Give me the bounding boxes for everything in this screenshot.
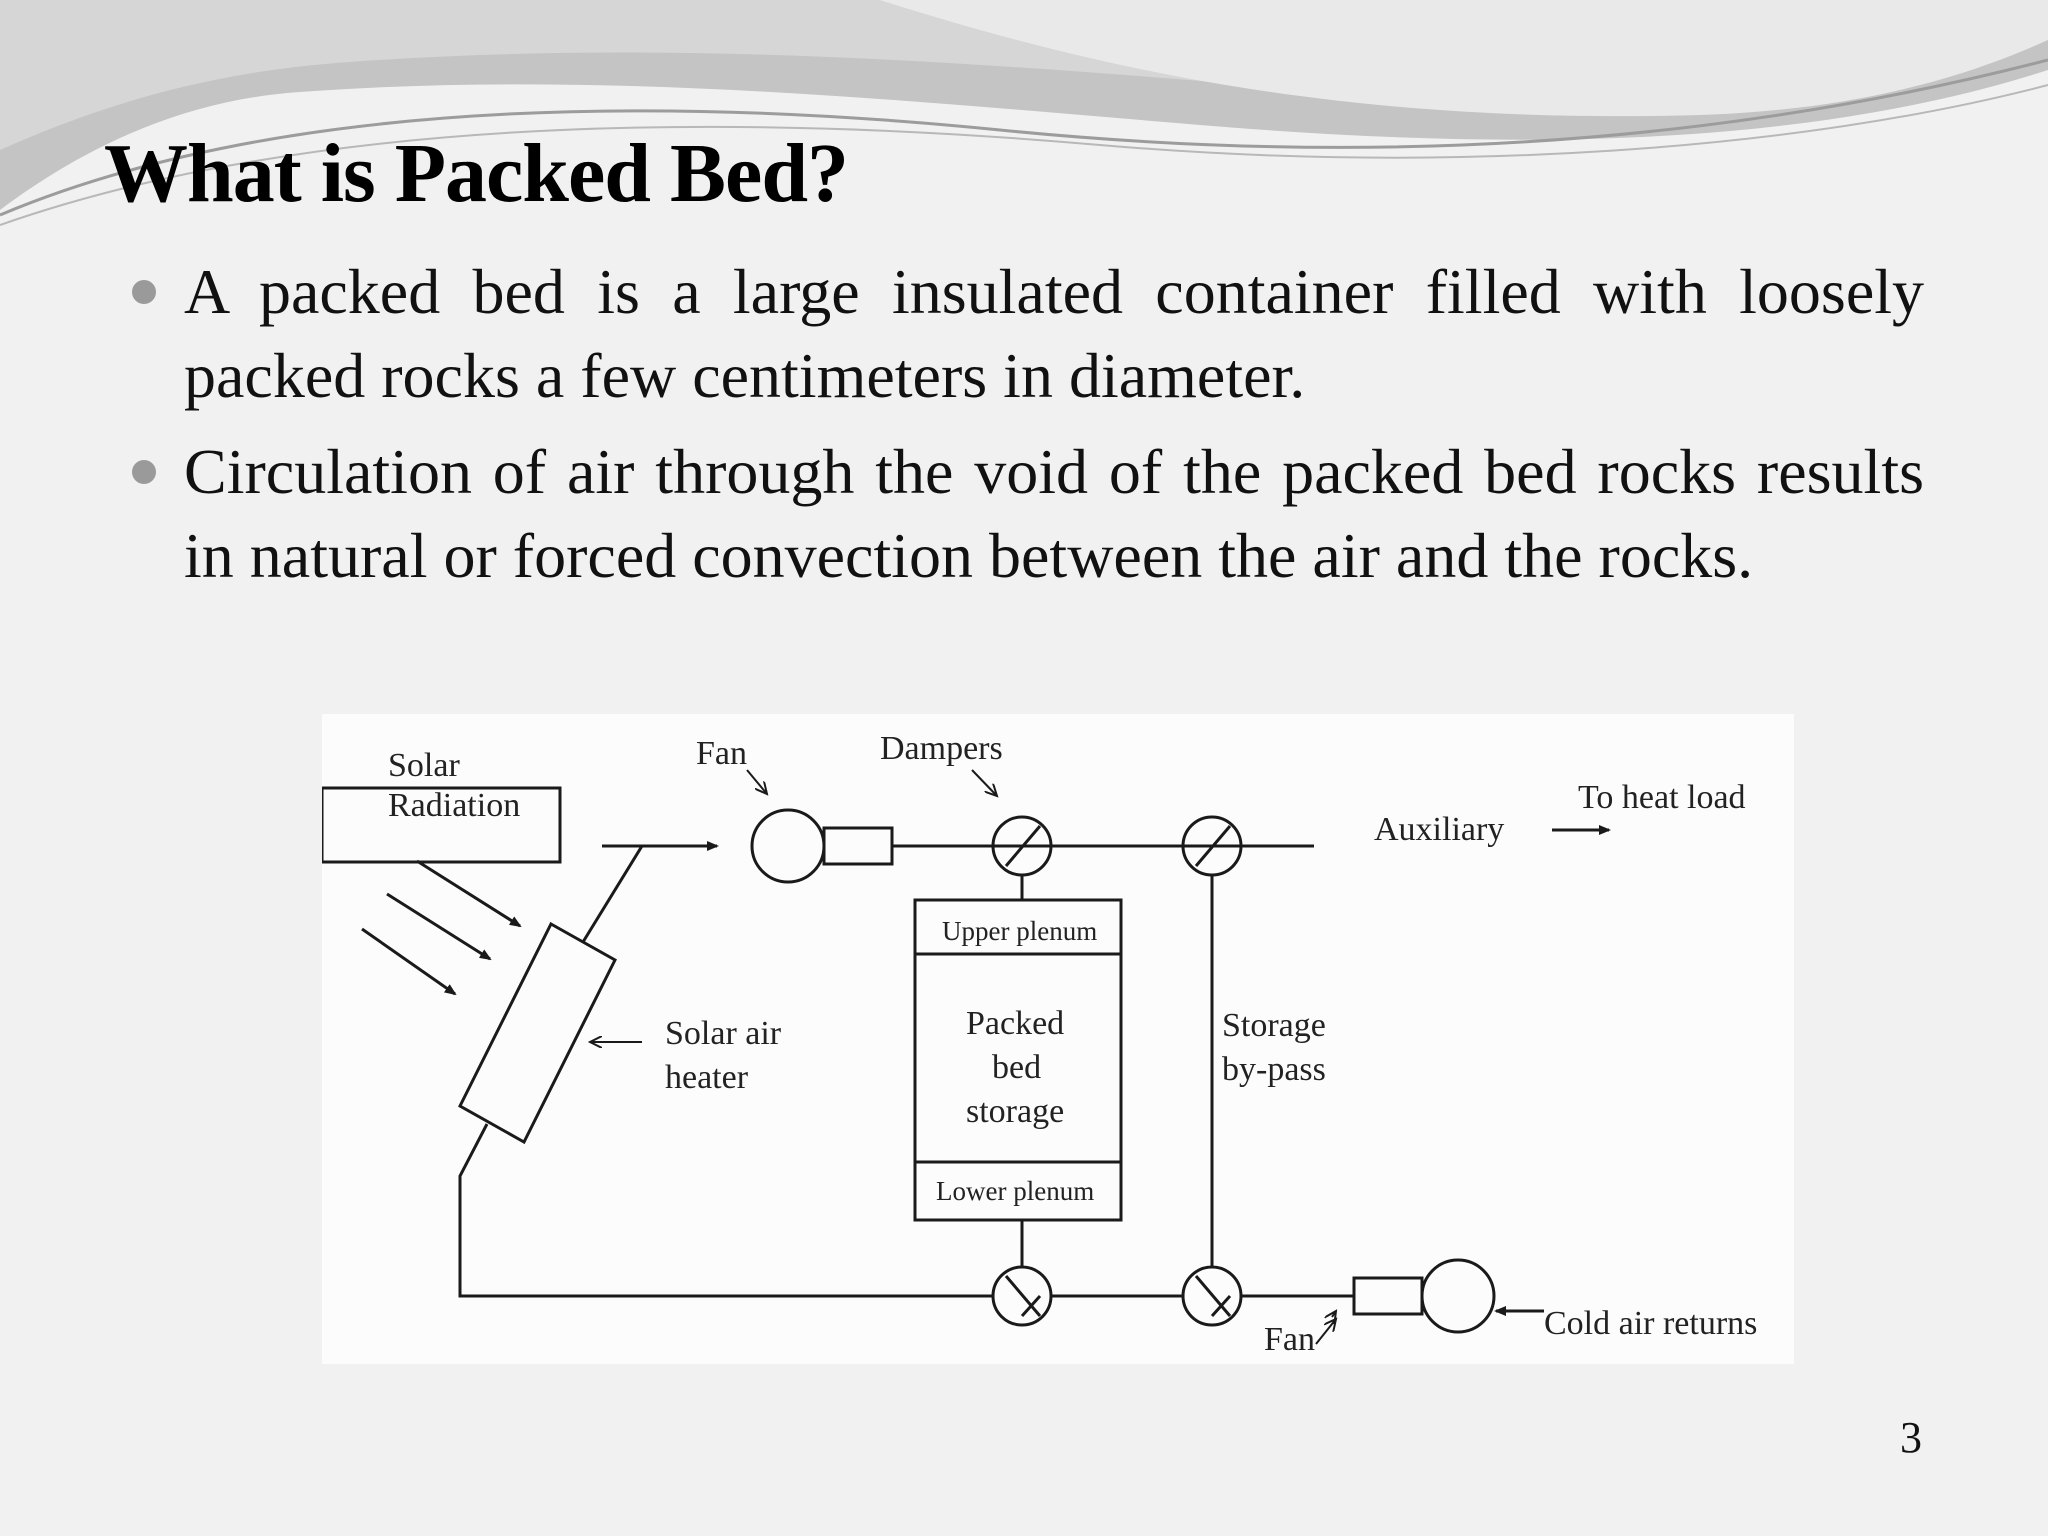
auxiliary-heater-box <box>322 786 562 864</box>
label-dampers: Dampers <box>880 730 1003 767</box>
packed-bed-storage-container <box>913 898 1123 1222</box>
solar-ray <box>361 927 457 996</box>
label-fan-top: Fan <box>696 735 747 772</box>
label-to-heat-load: To heat load <box>1578 779 1746 816</box>
label-packed-1: Packed <box>966 1005 1064 1042</box>
bullet-dot-icon <box>132 280 156 304</box>
collector-outlet-pipe <box>581 844 717 943</box>
label-lower-plenum: Lower plenum <box>936 1176 1094 1206</box>
label-solar-radiation-2: Radiation <box>388 787 520 824</box>
packed-bed-system-diagram: Solar Radiation Fan Dampers Auxiliary To… <box>322 714 1794 1364</box>
fan-top-housing <box>822 826 894 866</box>
bullet-list: A packed bed is a large insulated contai… <box>132 250 1924 610</box>
return-pipe <box>458 1123 993 1298</box>
label-cold-air-returns: Cold air returns <box>1544 1305 1757 1342</box>
label-upper-plenum: Upper plenum <box>942 916 1097 946</box>
label-packed-2: bed <box>992 1049 1041 1086</box>
fan-top-icon <box>750 808 826 884</box>
damper-icon <box>991 1265 1053 1327</box>
bullet-text: A packed bed is a large insulated contai… <box>184 256 1924 411</box>
page-number: 3 <box>1900 1413 1922 1462</box>
bullet-item: A packed bed is a large insulated contai… <box>132 250 1924 418</box>
label-solar-radiation-1: Solar <box>388 747 460 784</box>
fan-bottom-housing <box>1352 1276 1424 1316</box>
solar-ray <box>386 892 492 961</box>
diagram-svg: Solar Radiation Fan Dampers Auxiliary To… <box>322 730 1757 1358</box>
label-solar-air-heater-2: heater <box>665 1059 749 1096</box>
label-solar-air-heater-1: Solar air <box>665 1015 782 1052</box>
solar-ray <box>416 859 522 928</box>
label-fan-bottom: Fan <box>1264 1321 1315 1358</box>
header-wave-decoration <box>0 0 2048 226</box>
slide-title: What is Packed Bed? <box>104 127 849 220</box>
bullet-dot-icon <box>132 460 156 484</box>
solar-air-heater-panel <box>458 921 617 1145</box>
label-auxiliary: Auxiliary <box>1374 811 1504 848</box>
bullet-text: Circulation of air through the void of t… <box>184 436 1924 591</box>
fan-bottom-icon <box>1420 1258 1496 1334</box>
label-storage-bypass-2: by-pass <box>1222 1051 1326 1088</box>
damper-icon <box>1181 1265 1243 1327</box>
bullet-item: Circulation of air through the void of t… <box>132 430 1924 598</box>
label-packed-3: storage <box>966 1093 1064 1130</box>
label-storage-bypass-1: Storage <box>1222 1007 1326 1044</box>
